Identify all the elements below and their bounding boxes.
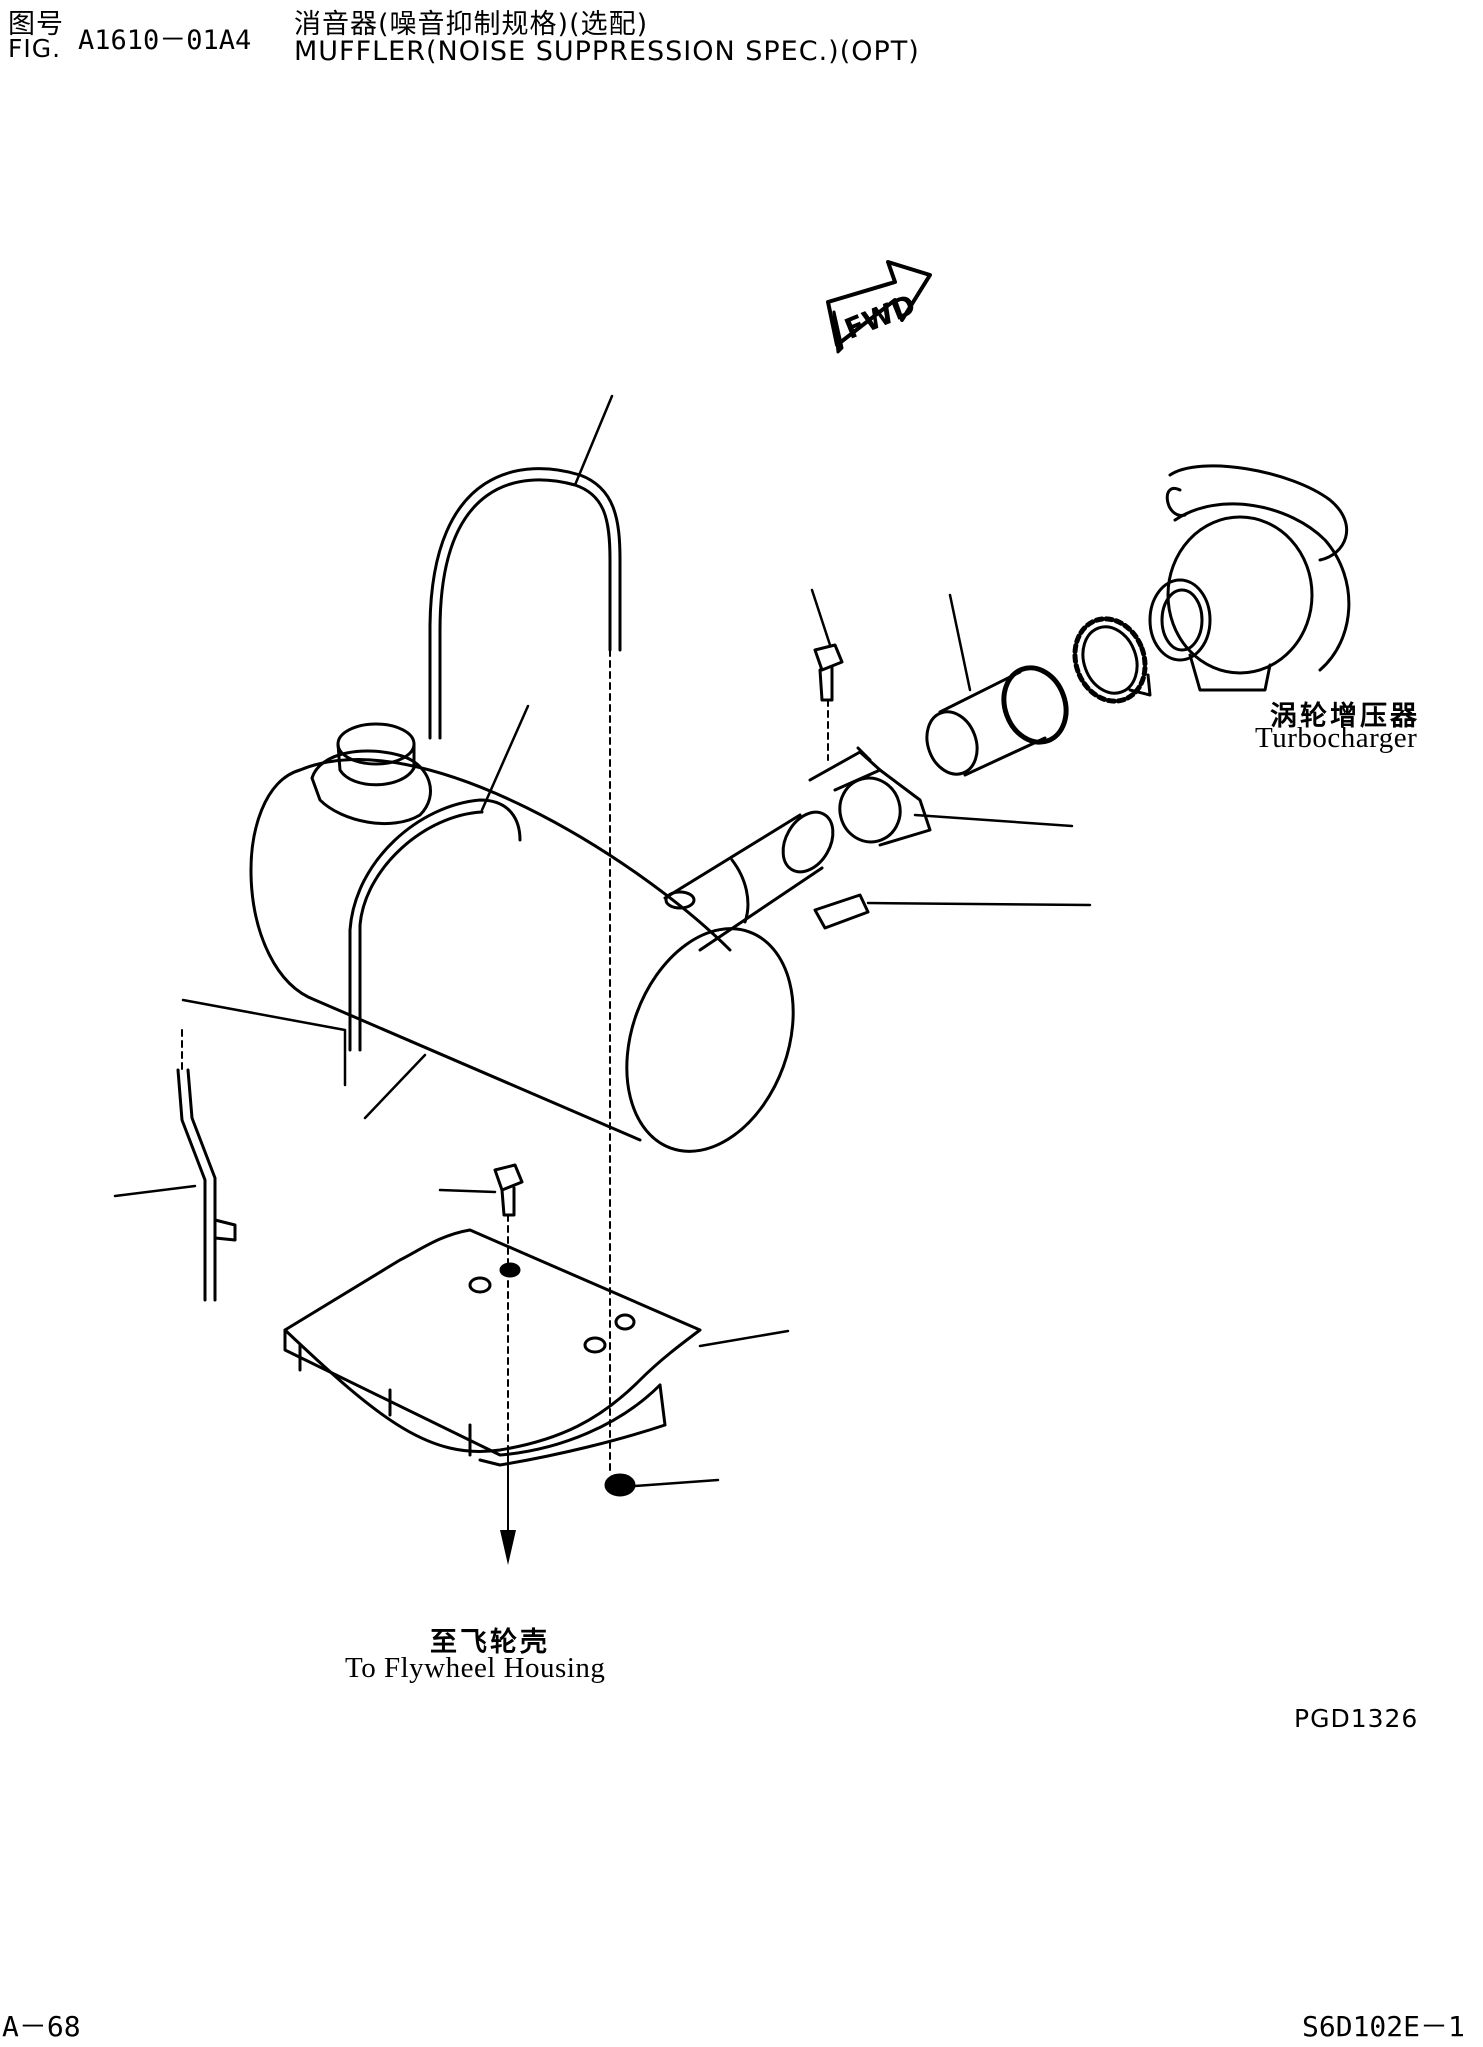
support-rod: [176, 1068, 237, 1302]
bolt: [493, 1163, 524, 1217]
turbocharger: [1148, 464, 1351, 692]
v-clamp: [1072, 616, 1152, 704]
page-number: A－68: [2, 2010, 81, 2043]
figure-label-cn: 图号: [8, 9, 64, 40]
title-cn: 消音器(噪音抑制规格)(选配): [294, 9, 649, 40]
flywheel-label-en: To Flywheel Housing: [345, 1652, 606, 1684]
bolt: [813, 643, 844, 702]
mounting-bracket-plate: [283, 1228, 702, 1467]
flywheel-label-cn: 至飞轮壳: [430, 1627, 550, 1658]
title-en: MUFFLER(NOISE SUPPRESSION SPEC.)(OPT): [294, 36, 920, 67]
turbocharger-label-cn: 涡轮增压器: [1270, 701, 1420, 732]
u-bolt: [348, 467, 622, 1052]
figure-number: A1610－01A4: [78, 25, 252, 56]
nut: [604, 1473, 636, 1497]
model-code: S6D102E－1: [1302, 2010, 1465, 2043]
turbocharger-label-en: Turbocharger: [1255, 722, 1418, 754]
drawing-code: PGD1326: [1294, 1704, 1419, 1733]
connecting-tube: [925, 665, 1069, 777]
leader-line: [113, 394, 1092, 1488]
bracket: [813, 893, 870, 930]
figure-label-en: FIG.: [8, 34, 62, 63]
pipe-clamp: [808, 746, 932, 847]
forward-arrow-icon: FWD: [826, 260, 932, 354]
muffler: [249, 722, 835, 1153]
arrow-down-icon: [500, 1530, 516, 1565]
